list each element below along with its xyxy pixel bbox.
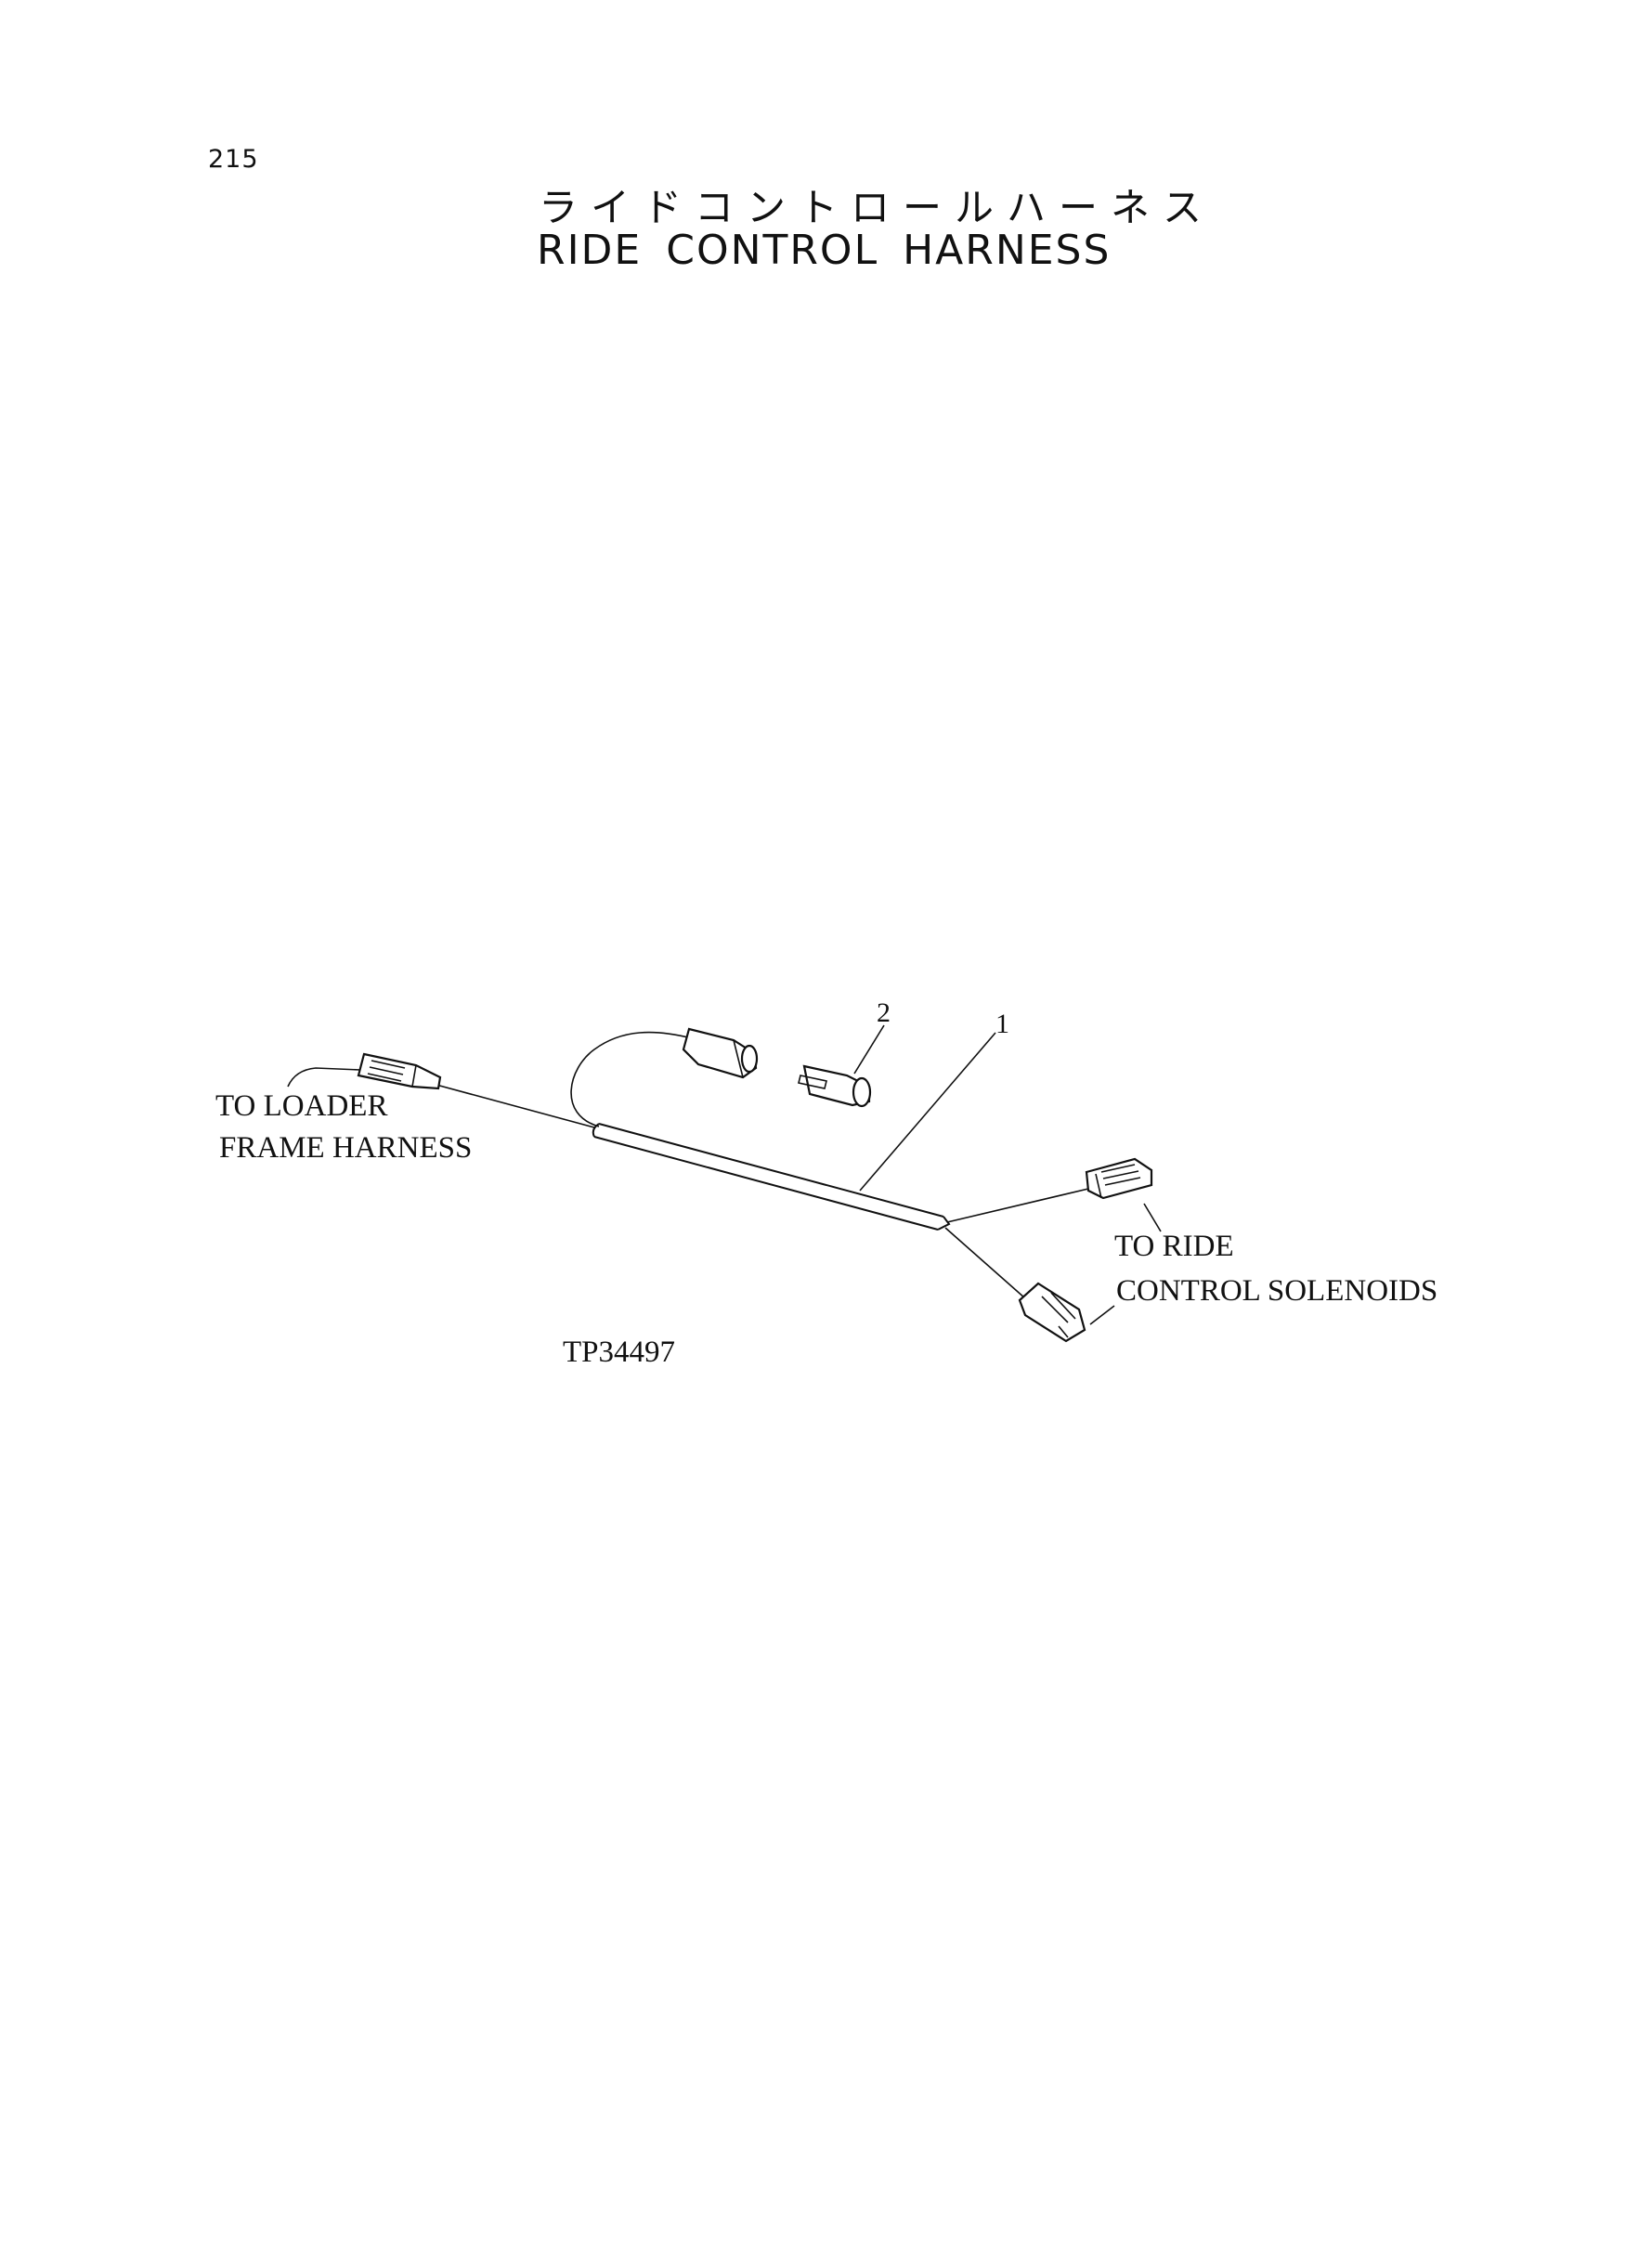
callout-item-1: 1 xyxy=(995,1009,1009,1039)
wire-loop-to-plug xyxy=(570,1031,693,1127)
connector-solenoid-lower xyxy=(1018,1282,1086,1343)
item-2-plug-cap xyxy=(798,1064,872,1108)
connector-solenoid-upper xyxy=(1085,1157,1153,1200)
label-to-loader-line2: FRAME HARNESS xyxy=(219,1131,472,1165)
leader-item-1 xyxy=(859,1032,996,1192)
wire-to-solenoid-upper xyxy=(946,1188,1089,1223)
leader-ride-upper xyxy=(1143,1203,1162,1232)
leader-ride-lower xyxy=(1089,1305,1115,1325)
page-number: 215 xyxy=(208,145,259,174)
label-to-ride-line2: CONTROL SOLENOIDS xyxy=(1116,1274,1437,1308)
wire-to-loader xyxy=(432,1083,595,1128)
harness-main-sheath xyxy=(592,1123,951,1231)
connector-dummy-plug xyxy=(682,1027,759,1079)
callout-item-2: 2 xyxy=(877,997,891,1028)
wire-to-solenoid-lower xyxy=(944,1227,1026,1299)
page-title-japanese: ライドコントロールハーネス xyxy=(539,185,1216,230)
label-to-ride-line1: TO RIDE xyxy=(1114,1230,1234,1263)
leader-loader xyxy=(287,1067,361,1088)
leader-item-2 xyxy=(853,1024,885,1075)
page-title-english: RIDE CONTROL HARNESS xyxy=(537,227,1112,274)
figure-id: TP34497 xyxy=(563,1335,675,1369)
connector-loader-frame xyxy=(357,1052,442,1090)
label-to-loader-line1: TO LOADER xyxy=(215,1089,387,1123)
